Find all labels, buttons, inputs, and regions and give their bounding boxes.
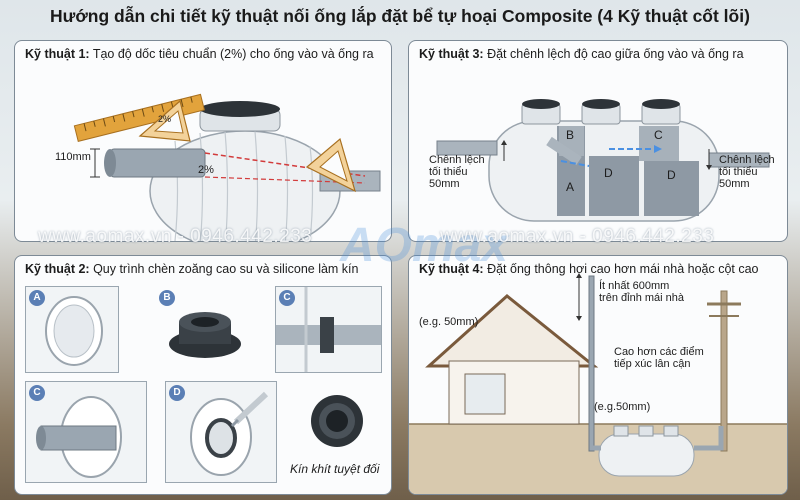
chamber-label-d2: D [667, 168, 676, 182]
step-a-tag: A [29, 290, 45, 306]
nearby-contact-label: Cao hơn các điểm tiếp xúc lân cận [614, 346, 704, 370]
chamber-label-b: B [566, 128, 575, 142]
technique-4-illustration [409, 273, 787, 494]
step-c-tag: C [279, 290, 295, 306]
panel-technique-2: Kỹ thuật 2: Quy trình chèn zoăng cao su … [14, 255, 392, 495]
inlet-pipe [436, 140, 498, 156]
vent-height-label: Ít nhất 600mm trên đỉnh mái nhà [599, 280, 684, 304]
vent-pipe [588, 275, 595, 452]
chamber-label-c: C [654, 128, 663, 142]
step-d-image [165, 381, 277, 483]
pipe-diameter-label: 110mm [55, 151, 91, 163]
technique-4-heading: Kỹ thuật 4: Đặt ống thông hơi cao hơn má… [419, 262, 759, 276]
eg-bottom-label: (e.g.50mm) [594, 401, 651, 413]
rubber-seal-image [295, 386, 375, 456]
seal-caption: Kín khít tuyệt đối [290, 462, 380, 476]
tank-body [598, 433, 695, 477]
square-mark: 2% [158, 114, 172, 124]
panel-technique-3: Kỹ thuật 3: Đặt chênh lệch độ cao giữa ố… [408, 40, 788, 242]
chamber-d1 [589, 156, 639, 216]
technique-2-heading: Kỹ thuật 2: Quy trình chèn zoăng cao su … [25, 262, 359, 276]
chamber-label-d1: D [604, 166, 613, 180]
panel-technique-1: Kỹ thuật 1: Tạo độ dốc tiêu chuẩn (2%) c… [14, 40, 392, 242]
technique-1-illustration [73, 93, 381, 241]
step-c2-tag: C [29, 385, 45, 401]
inlet-pipe [109, 148, 206, 178]
eg-top-label: (e.g. 50mm) [419, 316, 479, 328]
min-drop-label-left: Chênh lệch tối thiểu 50mm [429, 154, 485, 190]
chamber-c [639, 126, 679, 161]
step-c2-image [25, 381, 147, 483]
watermark-logo: AOmax [340, 219, 509, 272]
step-b-tag: B [159, 290, 175, 306]
step-a-image [25, 286, 119, 373]
utility-pole [720, 290, 728, 452]
page-title: Hướng dẫn chi tiết kỹ thuật nối ống lắp … [50, 6, 750, 26]
watermark-right: www.aomax.vn - 0946.442.233 [440, 226, 715, 247]
min-drop-label-right: Chênh lệch tối thiểu 50mm [719, 154, 775, 190]
technique-3-heading: Kỹ thuật 3: Đặt chênh lệch độ cao giữa ố… [419, 47, 744, 61]
technique-1-heading: Kỹ thuật 1: Tạo độ dốc tiêu chuẩn (2%) c… [25, 47, 374, 61]
ruler [73, 93, 205, 142]
technique-3-illustration [436, 99, 770, 222]
watermark-left: www.aomax.vn - 0946.442.233 [38, 226, 313, 247]
chamber-label-a: A [566, 180, 575, 194]
panel-technique-4: Kỹ thuật 4: Đặt ống thông hơi cao hơn má… [408, 255, 788, 495]
step-d-tag: D [169, 385, 185, 401]
chamber-d2 [644, 161, 699, 216]
slope-line [204, 152, 366, 177]
house-roof [425, 294, 599, 368]
slope-percent-label: 2% [198, 164, 214, 176]
